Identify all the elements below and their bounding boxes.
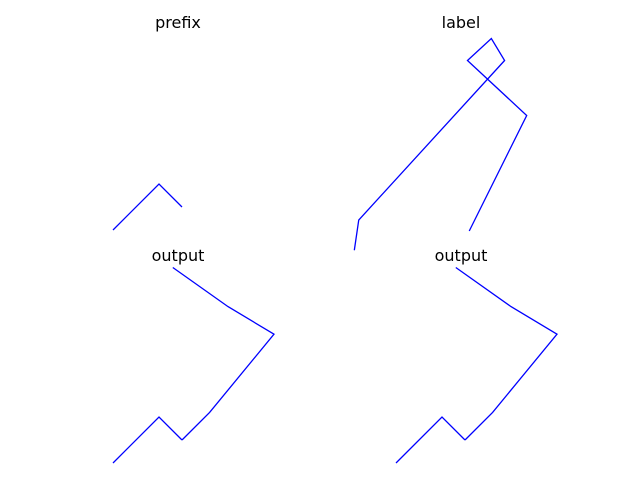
series-line-1-0 (353, 37, 528, 251)
panel-output-right (395, 266, 558, 464)
series-line-3-1 (455, 266, 558, 441)
panel-label (353, 37, 528, 251)
panel-title-output-left: output (151, 246, 205, 265)
series-line-3-0 (395, 416, 466, 464)
panel-title-prefix: prefix (155, 13, 201, 32)
panel-prefix (112, 183, 183, 231)
series-line-2-1 (172, 266, 275, 441)
series-line-2-0 (112, 416, 183, 464)
panel-title-output-right: output (434, 246, 488, 265)
panel-output-left (112, 266, 275, 464)
series-line-0-0 (112, 183, 183, 231)
panel-title-label: label (441, 13, 481, 32)
